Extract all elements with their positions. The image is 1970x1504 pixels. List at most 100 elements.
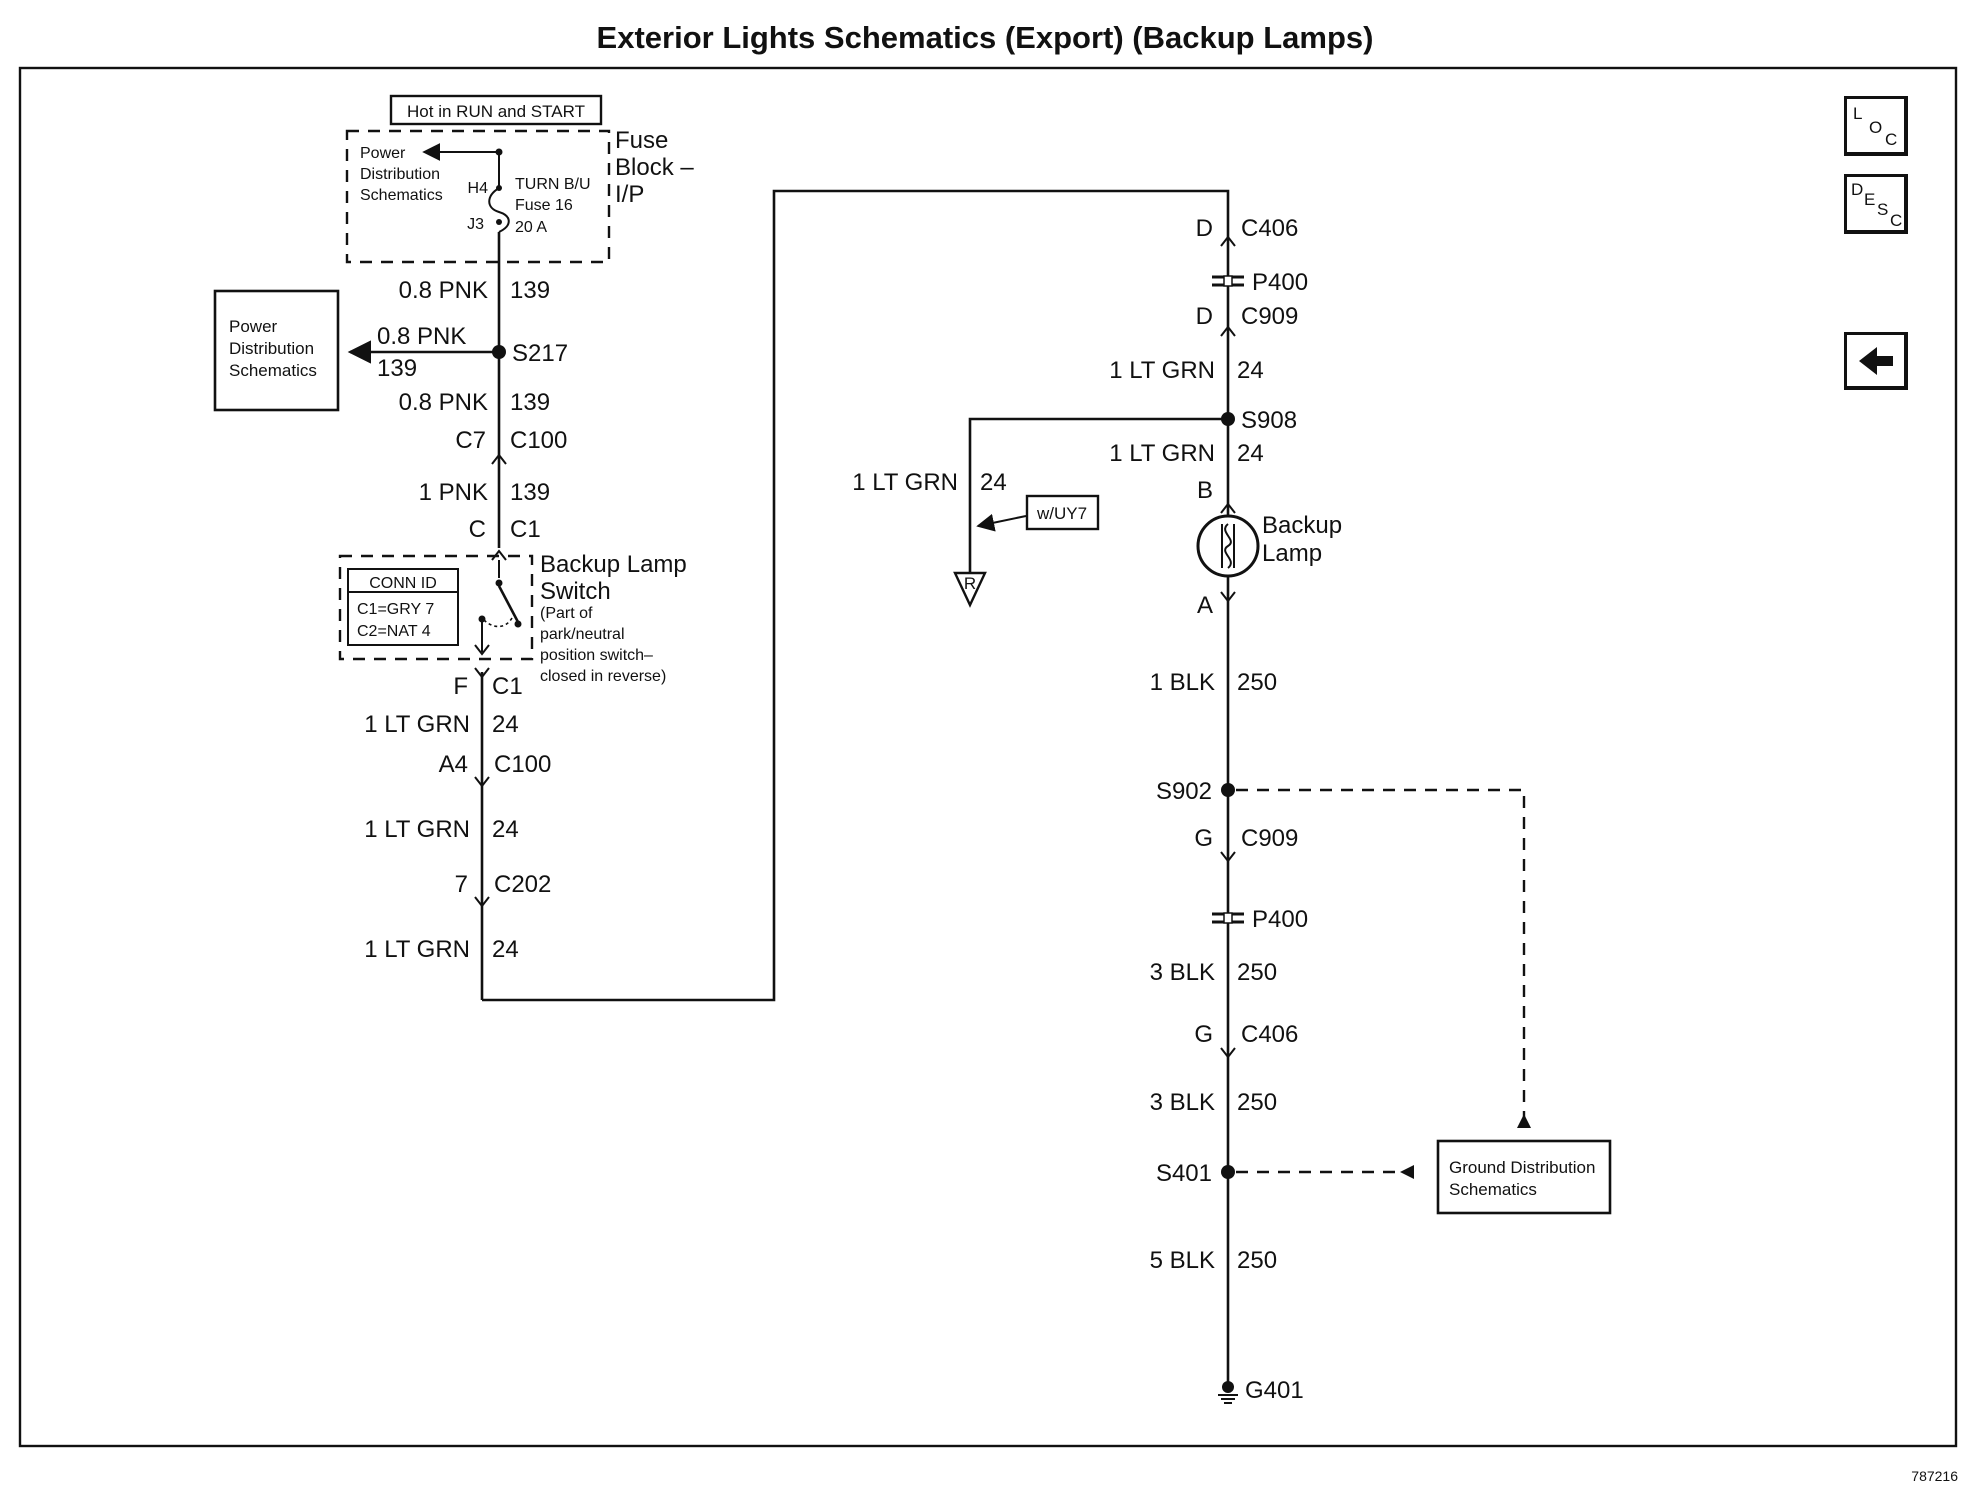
c909-top-name: C909 <box>1241 303 1298 330</box>
power-source-label: Hot in RUN and START <box>407 102 585 121</box>
power-distribution-ref-box[interactable]: Power Distribution Schematics <box>213 289 340 412</box>
wire6-circuit: 24 <box>492 936 519 963</box>
loc-letter-o: O <box>1869 118 1883 137</box>
diagram-frame <box>18 66 1958 1448</box>
loc-letter-c: C <box>1885 130 1898 149</box>
page-title: Exterior Lights Schematics (Export) (Bac… <box>596 20 1374 55</box>
switch-contact <box>497 585 520 623</box>
wire4-gauge: 1 LT GRN <box>364 711 470 738</box>
option-label: w/UY7 <box>1036 504 1087 523</box>
c406-bottom-pin: G <box>1194 1021 1213 1048</box>
trailer-ref-symbol[interactable] <box>953 571 987 608</box>
switch-name-2: Switch <box>540 578 611 605</box>
wire3-circuit: 139 <box>510 479 550 506</box>
ground-g401-symbol <box>1218 1381 1238 1404</box>
ground-ref-line1: Ground Distribution <box>1449 1158 1595 1177</box>
connector-c406-bottom <box>1220 1047 1236 1059</box>
ground-ref-line2: Schematics <box>1449 1180 1537 1199</box>
conn-id-box: CONN ID C1=GRY 7 C2=NAT 4 <box>347 568 459 646</box>
wire1-circuit: 139 <box>510 277 550 304</box>
power-ref-line2: Distribution <box>229 339 314 358</box>
figure-id: 787216 <box>1911 1468 1958 1484</box>
wire-ltgrn-24-crossover <box>482 189 1230 1002</box>
c1-bottom-pin: F <box>453 673 468 700</box>
p400-top-label: P400 <box>1252 269 1308 296</box>
p400-bottom <box>1212 912 1244 924</box>
switch-note-2: park/neutral <box>540 626 625 643</box>
splice-s217-label: S217 <box>512 340 568 367</box>
wire3-gauge: 1 PNK <box>419 479 488 506</box>
conn-id-c2: C2=NAT 4 <box>357 623 431 640</box>
fuse-label-1: TURN B/U <box>515 176 591 193</box>
lamp-label-2: Lamp <box>1262 540 1322 567</box>
c909-bottom-name: C909 <box>1241 825 1298 852</box>
switch-note-3: position switch– <box>540 647 653 664</box>
p400-top <box>1212 275 1244 287</box>
c1-top-pin: C <box>469 516 486 543</box>
loc-button[interactable]: L O C <box>1844 96 1908 156</box>
c100-top-pin: C7 <box>455 427 486 454</box>
lamp-pin-a: A <box>1197 592 1213 619</box>
c406-top-name: C406 <box>1241 215 1298 242</box>
c1-top-name: C1 <box>510 516 541 543</box>
fuse-block-outline <box>345 129 611 264</box>
splice-s401 <box>1221 1165 1235 1179</box>
wire11-gauge: 3 BLK <box>1150 1089 1215 1116</box>
fuse-power-ref-1: Power <box>360 145 406 162</box>
branch-right-gauge: 1 LT GRN <box>852 469 958 496</box>
ground-distribution-ref-box[interactable]: Ground Distribution Schematics <box>1436 1139 1612 1215</box>
power-source-box: Hot in RUN and START <box>389 94 603 126</box>
switch-note-4: closed in reverse) <box>540 668 666 685</box>
lamp-label-1: Backup <box>1262 512 1342 539</box>
desc-button[interactable]: D E S C <box>1844 174 1908 234</box>
connector-c202 <box>474 896 490 908</box>
conn-id-header: CONN ID <box>369 575 437 592</box>
power-ref-line3: Schematics <box>229 361 317 380</box>
switch-note-1: (Part of <box>540 605 593 622</box>
c909-top-pin: D <box>1196 303 1213 330</box>
wire1-gauge: 0.8 PNK <box>399 277 488 304</box>
fuse-symbol <box>488 187 510 233</box>
power-ref-line1: Power <box>229 317 278 336</box>
wire2-gauge: 0.8 PNK <box>399 389 488 416</box>
back-button[interactable] <box>1844 332 1908 390</box>
s902-ground-ref-dashed <box>1236 788 1526 1126</box>
fuse-power-ref-2: Distribution <box>360 166 440 183</box>
wire10-circuit: 250 <box>1237 959 1277 986</box>
branch-circuit: 139 <box>377 355 417 382</box>
trailer-ref-label: R <box>964 574 976 593</box>
wire2-circuit: 139 <box>510 389 550 416</box>
loc-letter-l: L <box>1853 104 1863 123</box>
backup-lamp-bulb <box>1196 514 1260 578</box>
c202-pin: 7 <box>455 871 468 898</box>
wire5-circuit: 24 <box>492 816 519 843</box>
backup-lamp-switch-outline <box>338 554 534 661</box>
fuse-label-3: 20 A <box>515 219 547 236</box>
wire6-gauge: 1 LT GRN <box>364 936 470 963</box>
fuse-pin-bottom: J3 <box>467 216 484 233</box>
wire11-circuit: 250 <box>1237 1089 1277 1116</box>
c909-bottom-pin: G <box>1194 825 1213 852</box>
c100-bottom-pin: A4 <box>439 751 468 778</box>
desc-letter-d: D <box>1851 180 1864 199</box>
c406-top-pin: D <box>1196 215 1213 242</box>
fuse-power-ref-3: Schematics <box>360 187 443 204</box>
fuse-block-label-3: I/P <box>615 181 644 208</box>
desc-letter-e: E <box>1864 190 1876 209</box>
lamp-pin-b: B <box>1197 477 1213 504</box>
desc-letter-s: S <box>1877 200 1889 219</box>
ground-g401-label: G401 <box>1245 1377 1304 1404</box>
c100-bottom-name: C100 <box>494 751 551 778</box>
c1-bottom-name: C1 <box>492 673 523 700</box>
connector-c909-bottom <box>1220 851 1236 863</box>
splice-s902-label: S902 <box>1156 778 1212 805</box>
wire10-gauge: 3 BLK <box>1150 959 1215 986</box>
splice-s902 <box>1221 783 1235 797</box>
c202-name: C202 <box>494 871 551 898</box>
option-box: w/UY7 <box>1025 494 1100 531</box>
wire5-gauge: 1 LT GRN <box>364 816 470 843</box>
c100-top-name: C100 <box>510 427 567 454</box>
wire12-gauge: 5 BLK <box>1150 1247 1215 1274</box>
branch-gauge: 0.8 PNK <box>377 323 466 350</box>
